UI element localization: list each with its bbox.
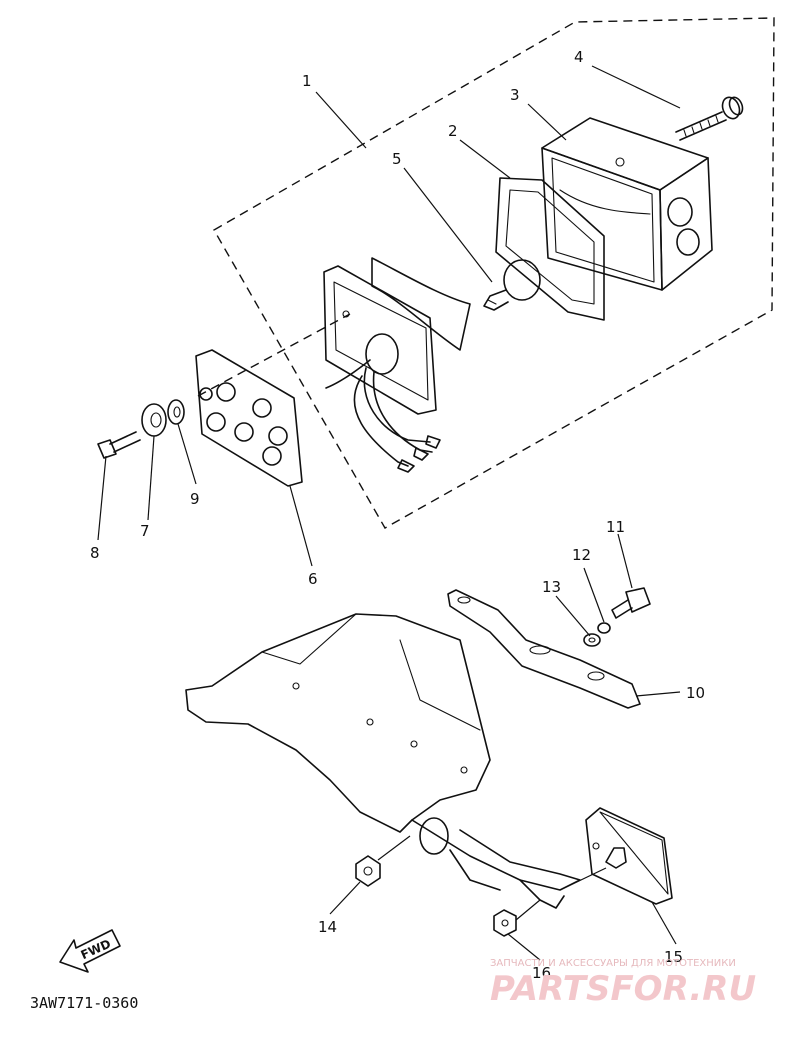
callout-6: 6 xyxy=(308,570,318,588)
callout-4: 4 xyxy=(574,48,584,66)
assembly-boundary xyxy=(213,17,775,529)
callout-7: 7 xyxy=(140,522,150,540)
callout-9: 9 xyxy=(190,490,200,508)
rear-fender xyxy=(185,613,581,909)
bolt-part-11 xyxy=(611,587,651,619)
washer-part-12 xyxy=(597,622,611,634)
drawing-code: 3AW7171-0360 xyxy=(30,994,138,1012)
callout-5: 5 xyxy=(392,150,402,168)
watermark-tagline: ЗАПЧАСТИ И АКСЕССУАРЫ ДЛЯ МОТОТЕХНИКИ xyxy=(490,958,736,969)
callout-12: 12 xyxy=(572,546,591,564)
reflector-attach-line xyxy=(559,867,607,891)
callout-labels: 1 2 3 4 5 6 7 8 9 10 11 12 13 14 15 16 xyxy=(90,48,705,982)
watermark-logo: ЗАПЧАСТИ И АКСЕССУАРЫ ДЛЯ МОТОТЕХНИКИ PA… xyxy=(490,958,756,1009)
callout-14: 14 xyxy=(318,918,337,936)
bulb-part-5 xyxy=(483,259,541,311)
callout-1: 1 xyxy=(302,72,312,90)
fwd-arrow-icon: FWD xyxy=(59,929,121,973)
bracket-part-10 xyxy=(447,589,641,709)
callout-10: 10 xyxy=(686,684,705,702)
housing-socket xyxy=(323,257,471,473)
reflector-part-15 xyxy=(585,807,673,905)
nut-part-16 xyxy=(493,909,517,937)
plate-part-6 xyxy=(195,349,303,487)
callout-2: 2 xyxy=(448,122,458,140)
callout-8: 8 xyxy=(90,544,100,562)
lens-part-3 xyxy=(541,117,713,291)
washer-part-13 xyxy=(583,633,601,647)
bolt-part-8 xyxy=(97,431,141,459)
leader-lines xyxy=(97,65,681,961)
callout-3: 3 xyxy=(510,86,520,104)
screw-part-4 xyxy=(675,96,744,141)
nut-attach-line xyxy=(377,835,411,861)
callout-13: 13 xyxy=(542,578,561,596)
collar-part-7 xyxy=(141,403,167,437)
callout-16: 16 xyxy=(532,964,551,982)
callout-15: 15 xyxy=(664,948,683,966)
nut-part-14 xyxy=(355,855,381,887)
watermark-brand: PARTSFOR.RU xyxy=(490,969,756,1009)
gasket-part-2 xyxy=(495,177,605,321)
alignment-line xyxy=(197,313,351,397)
nut16-attach-line xyxy=(515,899,541,921)
callout-11: 11 xyxy=(606,518,625,536)
grommet-part-9 xyxy=(167,399,185,425)
